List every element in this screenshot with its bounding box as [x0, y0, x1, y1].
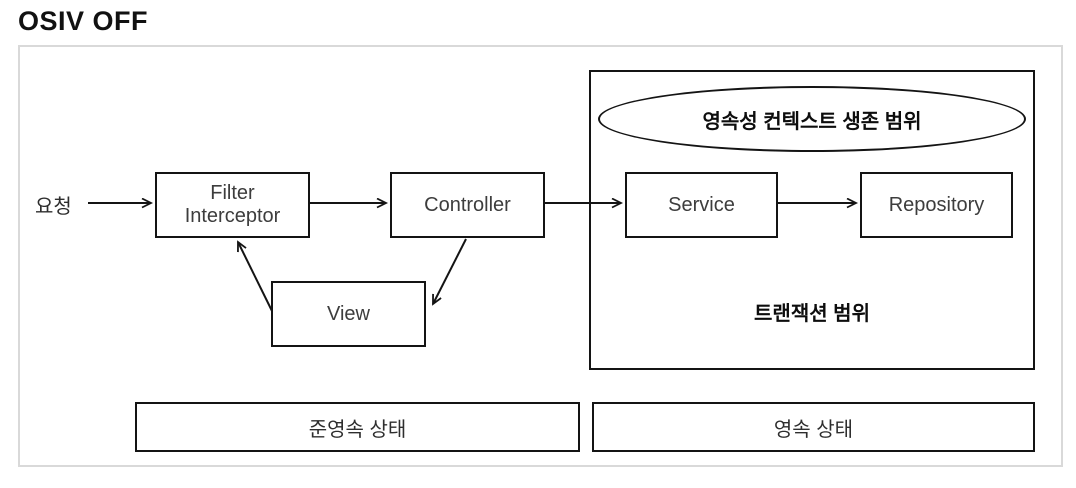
view-label: View: [327, 302, 370, 325]
node-controller: Controller: [390, 172, 545, 238]
transaction-scope-label: 트랜잭션 범위: [754, 303, 870, 325]
persistence-context-scope-label: 영속성 컨텍스트 생존 범위: [702, 110, 922, 133]
node-repository: Repository: [860, 172, 1013, 238]
node-filter-interceptor: Filter Interceptor: [155, 172, 310, 238]
persistence-context-scope-ellipse: 영속성 컨텍스트 생존 범위: [598, 86, 1026, 152]
managed-state-label: 영속 상태: [773, 418, 854, 441]
request-label: 요청: [35, 196, 72, 218]
service-label: Service: [668, 193, 735, 216]
page-title: OSIV OFF: [18, 6, 149, 36]
filter-label-line1: Filter: [210, 182, 255, 204]
detached-state-box: 준영속 상태: [135, 402, 580, 452]
managed-state-box: 영속 상태: [592, 402, 1035, 452]
filter-label-line2: Interceptor: [184, 205, 281, 227]
controller-label: Controller: [424, 193, 511, 216]
detached-state-label: 준영속 상태: [308, 418, 407, 441]
node-service: Service: [625, 172, 778, 238]
repository-label: Repository: [888, 193, 985, 216]
node-view: View: [271, 281, 426, 347]
